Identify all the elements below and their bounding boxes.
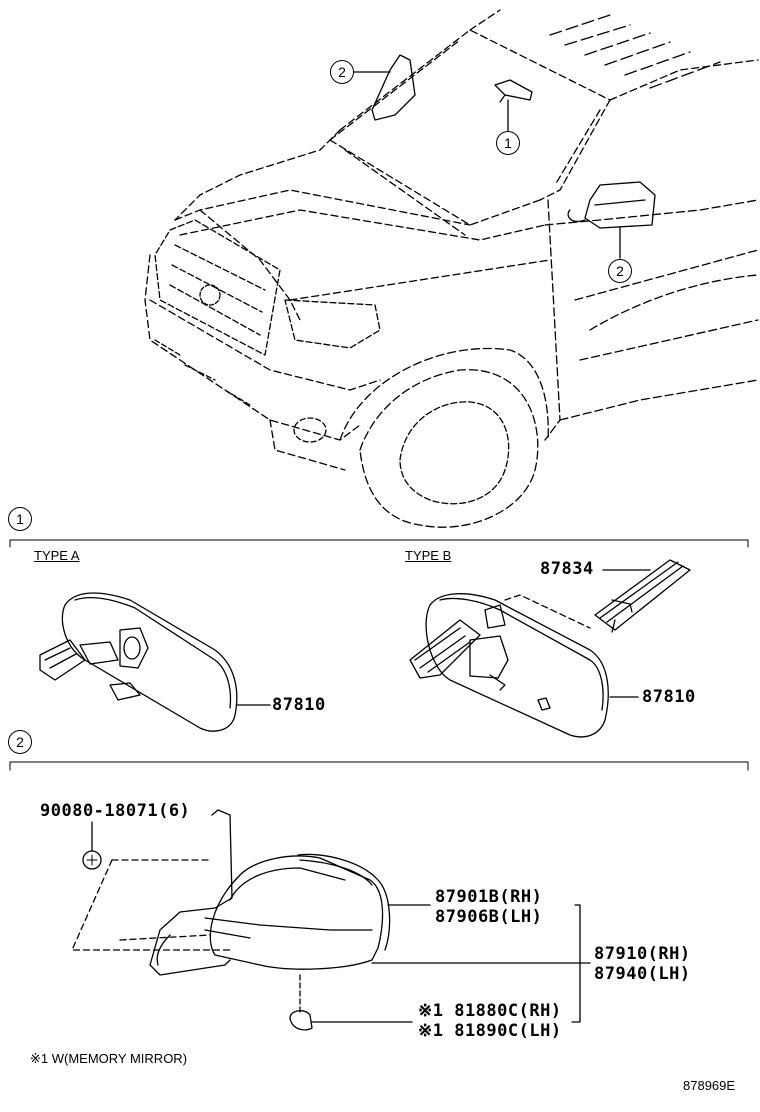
part-mirror-lh-label: 87940(LH) [594,964,691,984]
callout-1-inner-mirror: 1 [496,131,520,155]
inner-mirror-type-a [39,592,271,732]
callout-2-left-mirror: 2 [330,60,354,84]
type-a-label: TYPE A [34,548,80,563]
part-cover-lh-label: 87906B(LH) [435,907,543,927]
part-bolt-label: 90080-18071(6) [40,801,191,821]
type-b-label: TYPE B [405,548,452,563]
footnote: ※1 W(MEMORY MIRROR) [30,1051,188,1066]
outer-mirror-assembly [71,809,591,1031]
part-lamp-lh-label: ※1 81890C(LH) [418,1021,562,1041]
part-87810-type-b-label: 87810 [642,687,696,707]
section-1-marker: 1 [8,507,32,531]
part-mirror-rh-label: 87910(RH) [594,944,691,964]
part-lamp-rh-label: ※1 81880C(RH) [418,1001,562,1021]
callout-2-right-mirror: 2 [608,259,632,283]
drawing-id: 878969E [683,1078,736,1093]
inner-mirror-type-b [409,559,691,738]
part-cover-rh-label: 87901B(RH) [435,887,543,907]
truck-illustration [144,9,759,528]
section-2-marker: 2 [8,730,32,754]
part-87810-type-a-label: 87810 [272,695,326,715]
part-87834-label: 87834 [540,559,594,579]
